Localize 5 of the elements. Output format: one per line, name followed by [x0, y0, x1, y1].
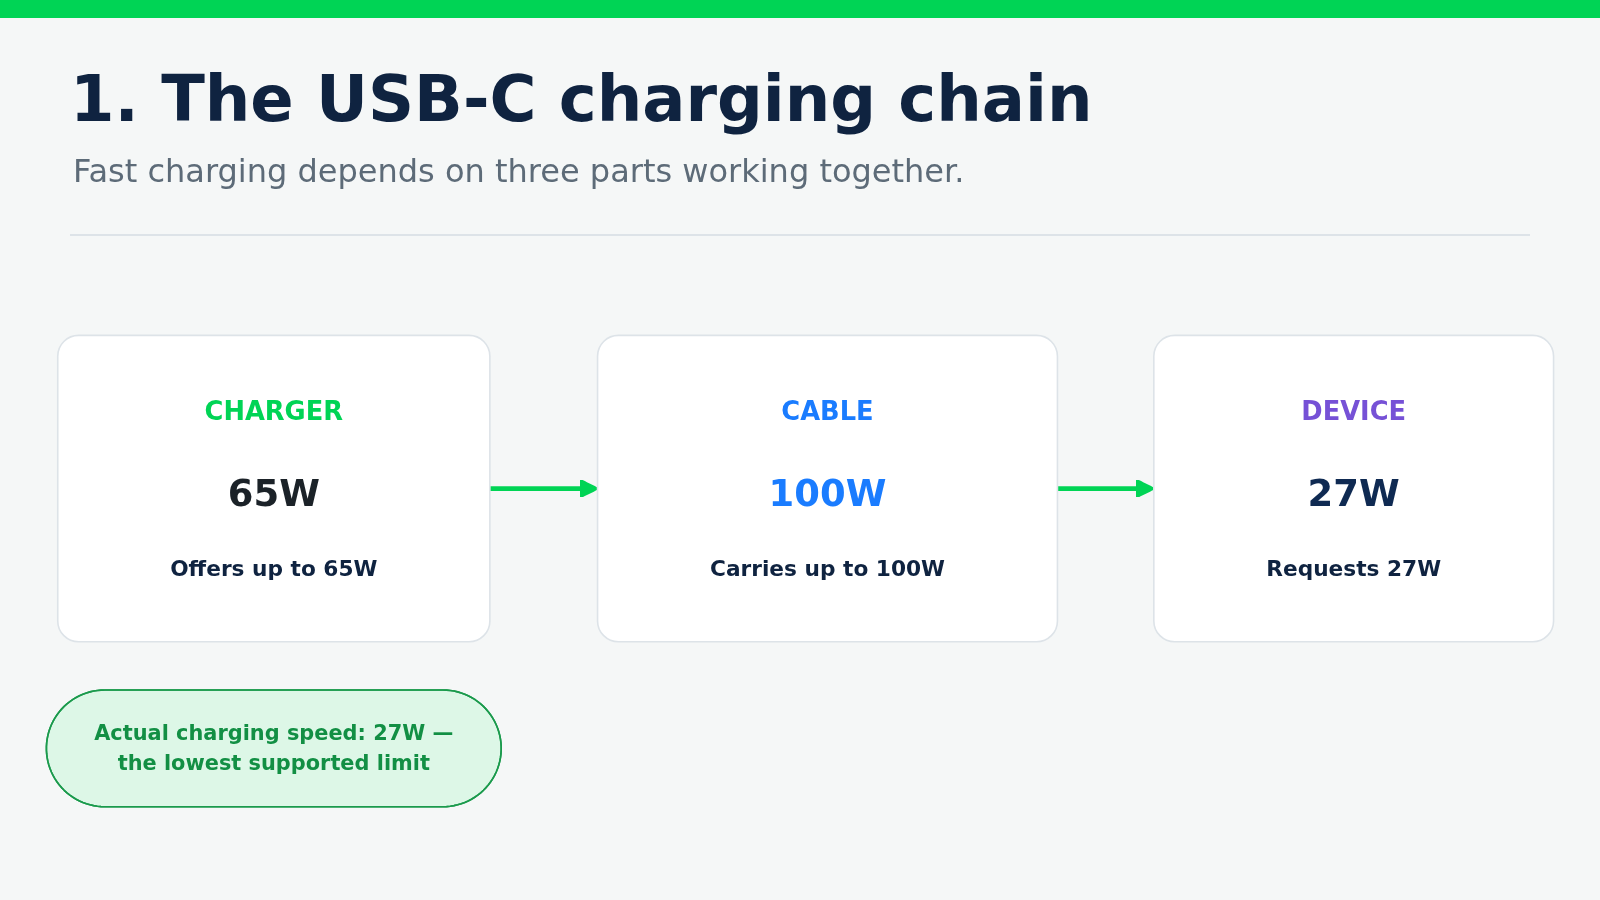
title: 1. The USB-C charging chain: [70, 62, 1093, 136]
node-box: CHARGER 65W Offers up to 65W: [56, 334, 491, 643]
node-box: DEVICE 27W Requests 27W: [1153, 334, 1555, 643]
subtitle: Fast charging depends on three parts working together.: [73, 152, 965, 190]
node-box: CABLE 100W Carries up to 100W: [596, 334, 1059, 643]
